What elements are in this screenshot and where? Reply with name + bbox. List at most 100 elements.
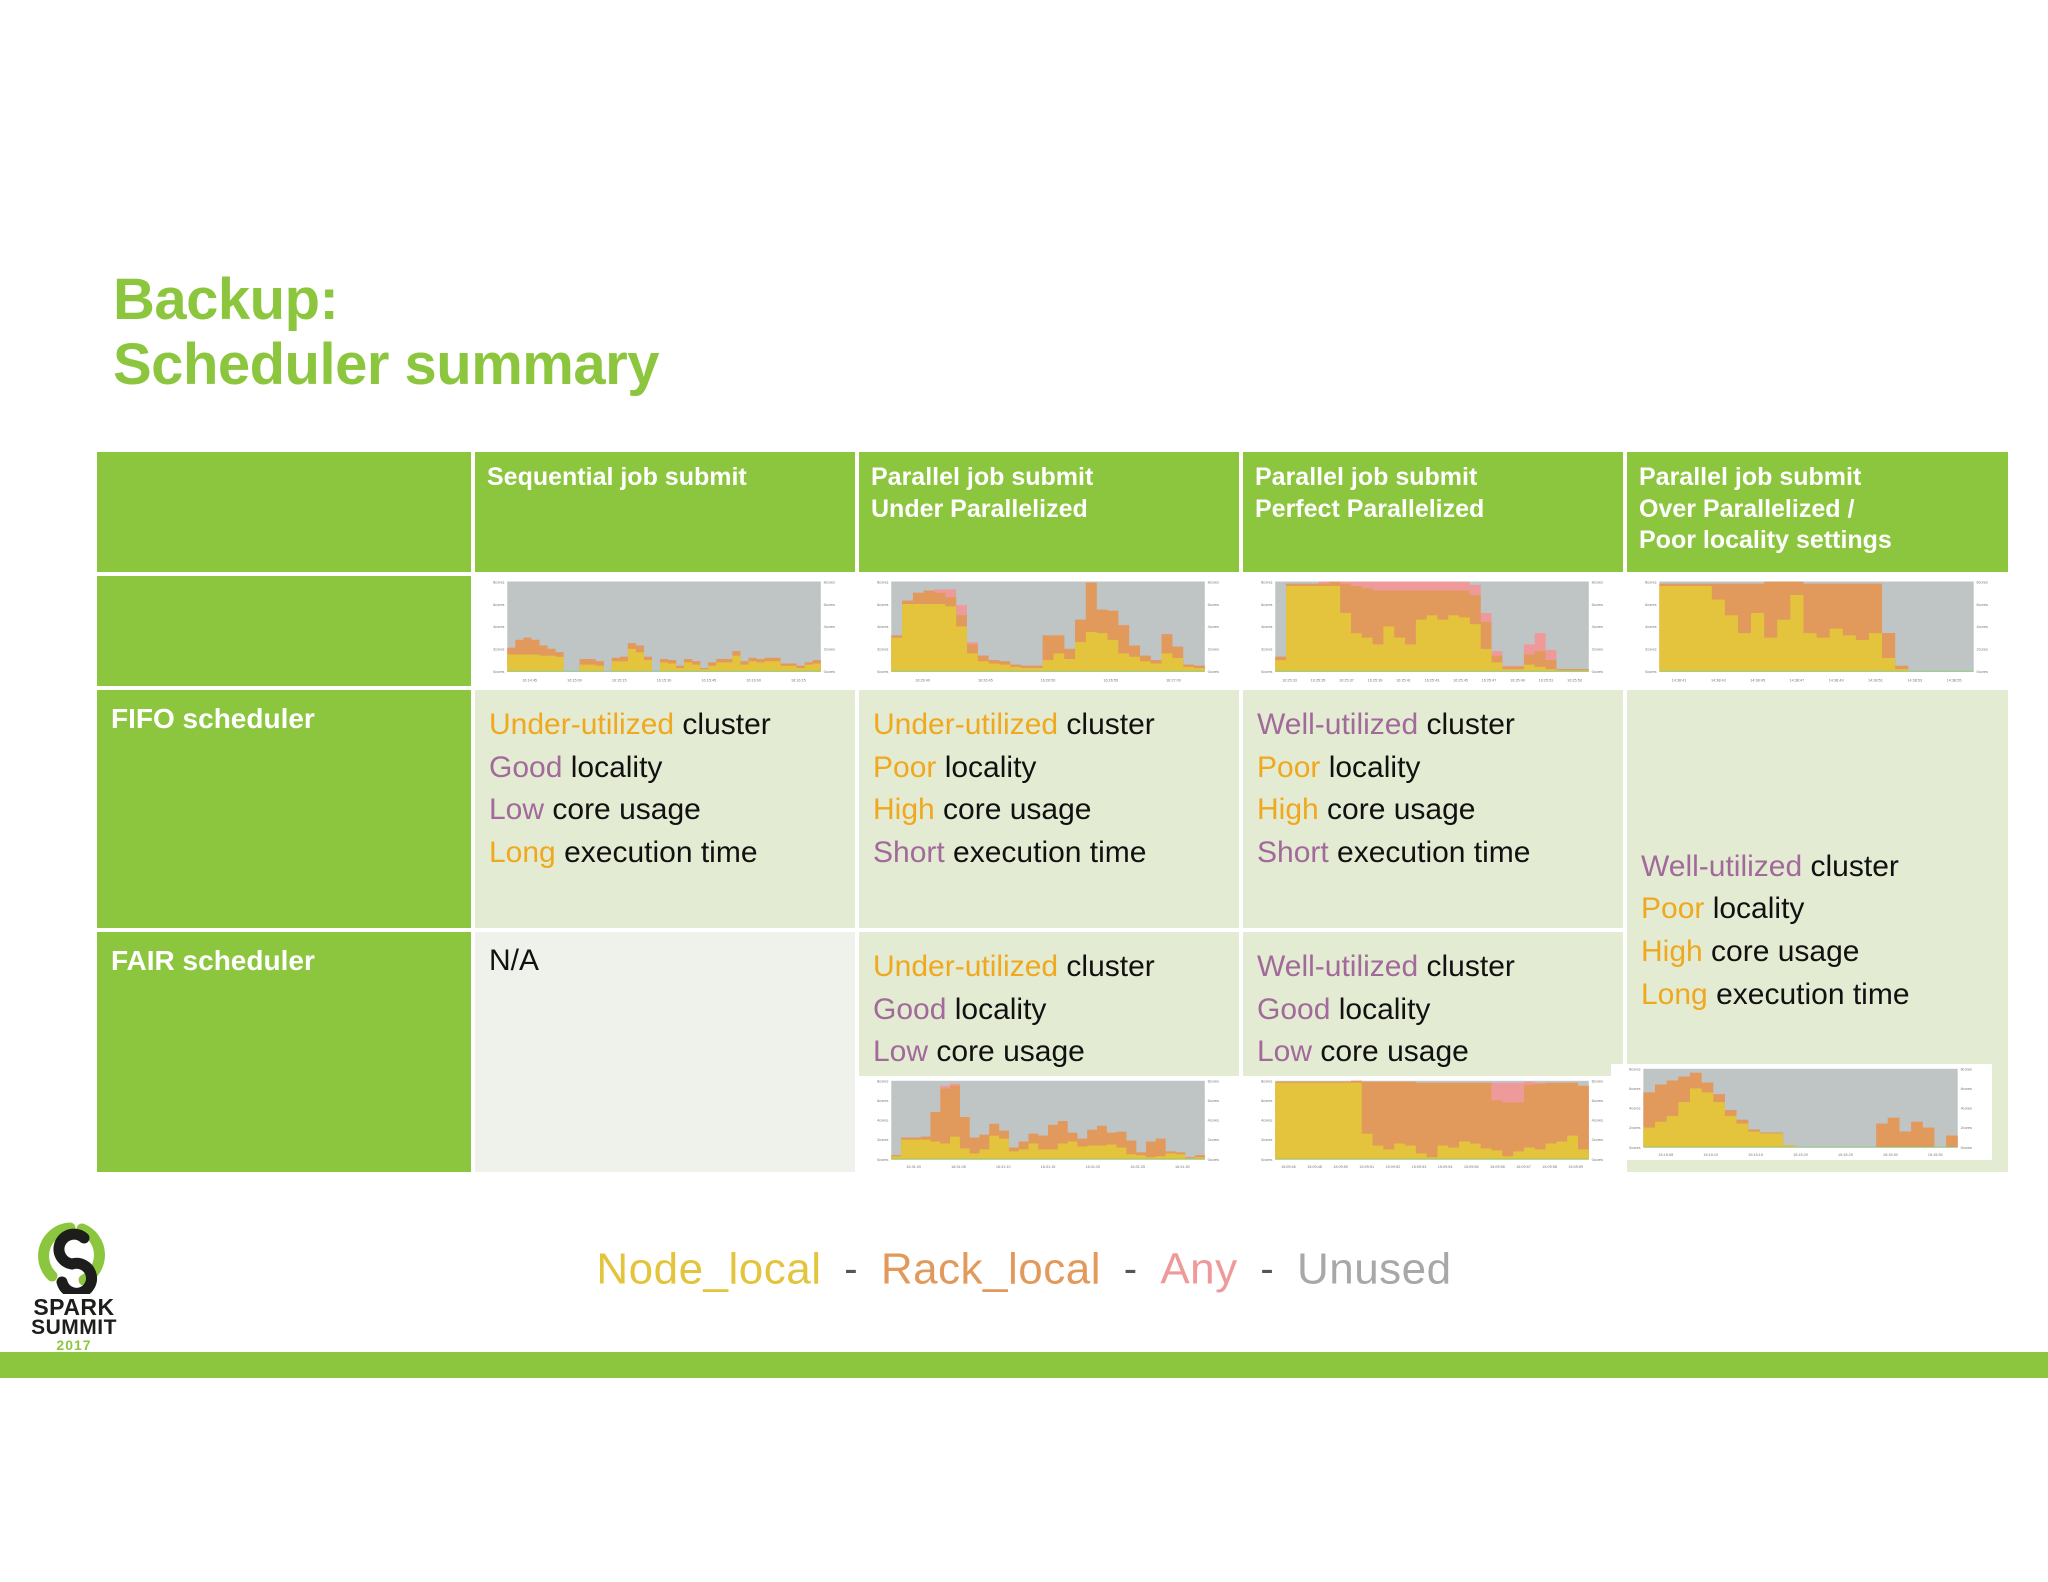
svg-text:4cores: 4cores [1208, 625, 1220, 629]
attribute-rest: cluster [1418, 950, 1515, 983]
attribute-rest: core usage [544, 793, 701, 827]
attribute-rest: execution time [1707, 977, 1910, 1011]
attribute-line: Good locality [873, 989, 1239, 1032]
attribute-rest: core usage [928, 1035, 1085, 1069]
column-header-over-line1: Parallel job submit [1639, 463, 1862, 491]
svg-text:2cores: 2cores [877, 1138, 889, 1142]
svg-text:16:25:47: 16:25:47 [1482, 678, 1497, 682]
svg-text:15:09:56: 15:09:56 [1464, 1165, 1479, 1169]
svg-text:8cores: 8cores [1208, 580, 1220, 584]
svg-text:2cores: 2cores [493, 648, 505, 652]
svg-text:16:31:15: 16:31:15 [1041, 1165, 1056, 1169]
svg-text:16:25:41: 16:25:41 [1396, 678, 1411, 682]
attribute-rest: locality [1704, 892, 1805, 926]
attribute-rest: execution time [555, 835, 758, 869]
svg-text:16:25:33: 16:25:33 [1282, 678, 1297, 682]
legend-separator-2: - [1123, 1246, 1138, 1291]
svg-text:4cores: 4cores [1629, 1107, 1641, 1111]
svg-text:16:16:15: 16:16:15 [791, 678, 806, 682]
svg-text:16:15:30: 16:15:30 [657, 678, 672, 682]
attribute-keyword: Well-utilized [1641, 849, 1803, 883]
column-header-perfect-parallelized: Parallel job submit Perfect Parallelized [1243, 452, 1623, 572]
attribute-keyword: High [873, 793, 935, 827]
svg-text:0cores: 0cores [1592, 1158, 1604, 1162]
svg-text:4cores: 4cores [877, 1119, 889, 1123]
attribute-line: Well-utilized cluster [1641, 846, 1910, 889]
column-header-sequential: Sequential job submit [475, 452, 855, 572]
svg-text:16:25:37: 16:25:37 [1339, 678, 1354, 682]
svg-text:0cores: 0cores [1645, 670, 1657, 674]
svg-text:14:38:47: 14:38:47 [1790, 678, 1805, 682]
svg-text:2cores: 2cores [1208, 1138, 1220, 1142]
attribute-rest: cluster [1058, 708, 1155, 741]
svg-text:6cores: 6cores [1629, 1087, 1641, 1091]
svg-text:8cores: 8cores [1977, 580, 1989, 584]
svg-text:6cores: 6cores [1592, 1099, 1604, 1103]
svg-text:0cores: 0cores [1261, 670, 1273, 674]
svg-text:16:25:53: 16:25:53 [1567, 678, 1582, 682]
locality-legend: Node_local - Rack_local - Any - Unused [0, 1242, 2048, 1294]
svg-text:0cores: 0cores [877, 670, 889, 674]
attribute-keyword: Poor [873, 750, 937, 784]
attribute-line: Low core usage [1257, 1031, 1623, 1074]
svg-text:14:38:55: 14:38:55 [1947, 678, 1962, 682]
svg-text:8cores: 8cores [877, 1080, 889, 1084]
svg-text:8cores: 8cores [1961, 1068, 1973, 1072]
legend-separator-1: - [844, 1246, 859, 1291]
attribute-rest: cluster [674, 708, 771, 741]
attribute-keyword: Low [1257, 1035, 1313, 1069]
svg-text:14:38:41: 14:38:41 [1672, 678, 1687, 682]
svg-text:15:09:59: 15:09:59 [1568, 1165, 1583, 1169]
attribute-rest: locality [1330, 992, 1431, 1026]
cell-fair-sequential: N/A [475, 932, 855, 1172]
svg-text:2cores: 2cores [1592, 1138, 1604, 1142]
row-label-fifo: FIFO scheduler [97, 690, 471, 928]
attribute-line: Poor locality [1641, 888, 1910, 931]
attribute-line: Well-utilized cluster [1257, 946, 1623, 989]
svg-text:4cores: 4cores [1261, 625, 1273, 629]
svg-text:15:09:50: 15:09:50 [1333, 1165, 1348, 1169]
svg-text:16:16:00: 16:16:00 [746, 678, 761, 682]
attribute-rest: core usage [934, 793, 1092, 827]
logo-text-year: 2017 [56, 1337, 92, 1353]
legend-item-rack-local: Rack_local [880, 1244, 1102, 1294]
svg-text:0cores: 0cores [1261, 1158, 1273, 1162]
attribute-keyword: High [1257, 793, 1319, 827]
label-column-spacer-top [97, 576, 471, 686]
svg-text:14:38:45: 14:38:45 [1750, 678, 1765, 682]
svg-text:6cores: 6cores [1208, 1099, 1220, 1103]
attribute-rest: cluster [1058, 950, 1155, 983]
svg-text:16:26:50: 16:26:50 [1041, 678, 1056, 682]
attribute-line: High core usage [1641, 931, 1910, 974]
legend-item-any: Any [1160, 1244, 1238, 1294]
attribute-keyword: Well-utilized [1257, 708, 1419, 741]
svg-text:0cores: 0cores [1961, 1146, 1973, 1150]
svg-text:2cores: 2cores [1629, 1126, 1641, 1130]
attribute-rest: core usage [1312, 1035, 1469, 1069]
svg-text:6cores: 6cores [1261, 603, 1273, 607]
svg-text:16:25:45: 16:25:45 [1453, 678, 1468, 682]
column-header-perfect-line1: Parallel job submit [1255, 463, 1478, 491]
svg-text:15:09:53: 15:09:53 [1412, 1165, 1427, 1169]
svg-text:8cores: 8cores [1208, 1080, 1220, 1084]
attribute-line: Low core usage [873, 1031, 1239, 1074]
column-header-over-line2: Over Parallelized / [1639, 494, 1855, 523]
attribute-keyword: Poor [1257, 750, 1321, 784]
svg-text:2cores: 2cores [1645, 648, 1657, 652]
attribute-rest: cluster [1802, 849, 1899, 883]
svg-text:15:15:35: 15:15:35 [1928, 1153, 1943, 1157]
attribute-line: Under-utilized cluster [873, 704, 1239, 747]
column-header-under-line1: Parallel job submit [871, 463, 1094, 491]
svg-text:4cores: 4cores [1961, 1107, 1973, 1111]
svg-text:0cores: 0cores [493, 670, 505, 674]
svg-text:2cores: 2cores [1961, 1126, 1973, 1130]
svg-text:0cores: 0cores [1592, 670, 1604, 674]
svg-text:4cores: 4cores [493, 625, 505, 629]
